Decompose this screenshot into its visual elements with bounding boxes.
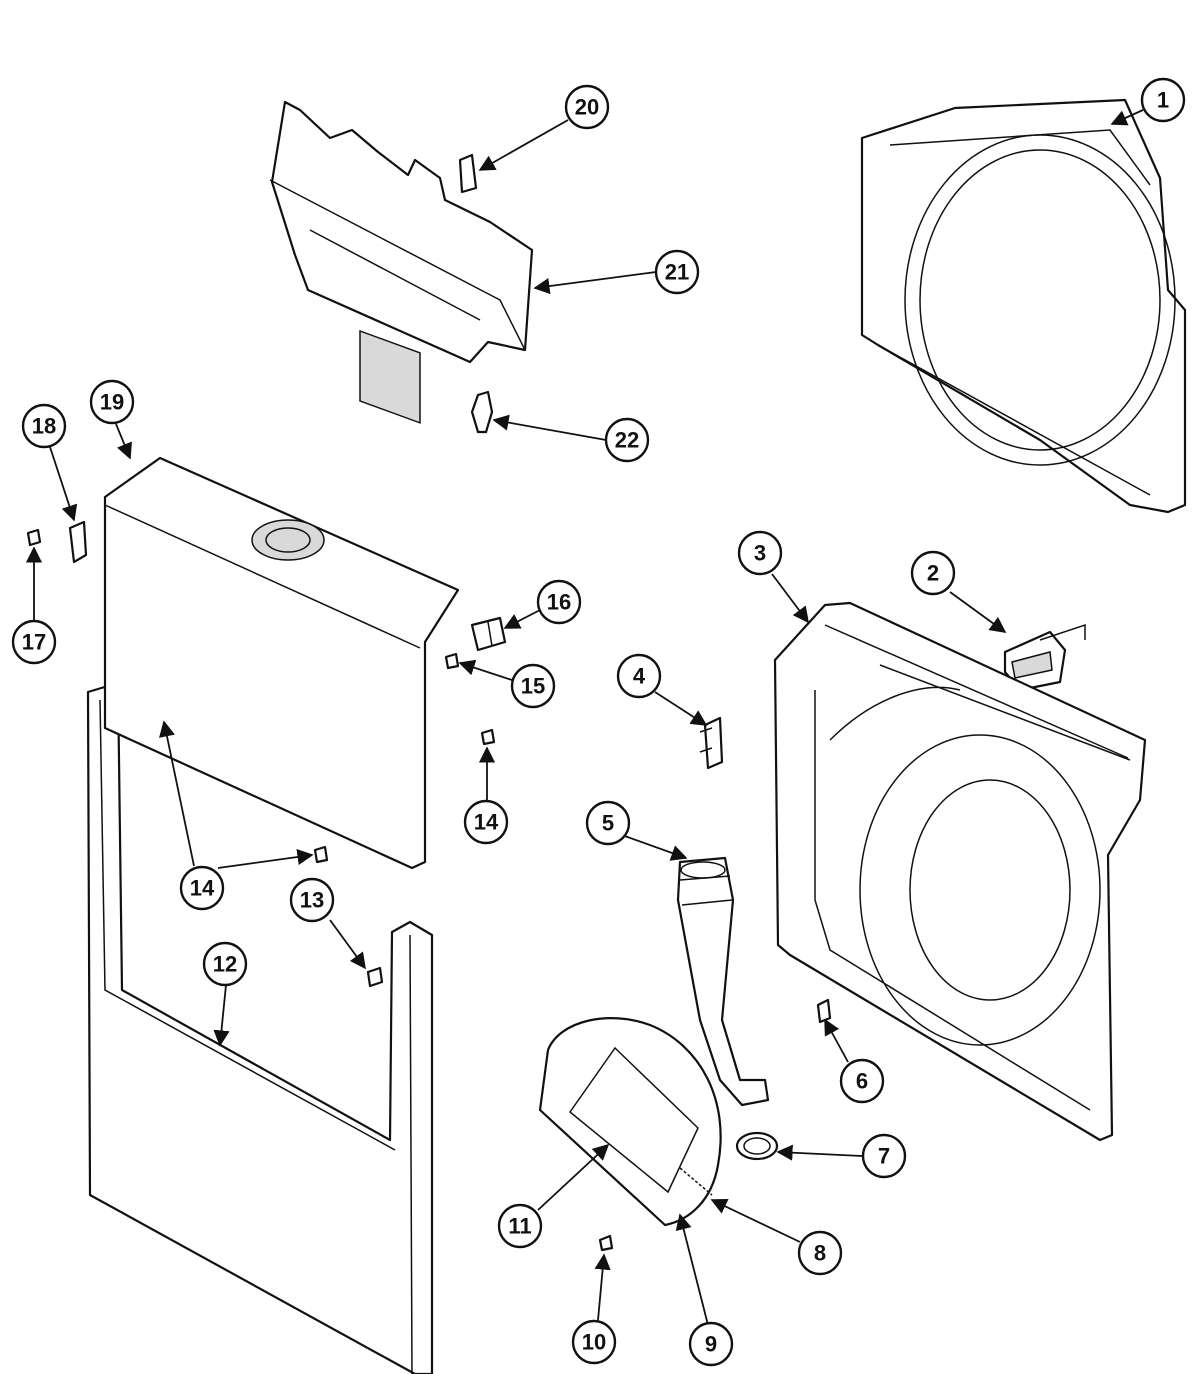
callout-label: 8 xyxy=(814,1241,826,1266)
callout-14b: 14 xyxy=(179,865,225,911)
callout-label: 3 xyxy=(754,541,766,566)
leader-lines xyxy=(25,109,1144,1326)
callout-10: 10 xyxy=(571,1319,617,1365)
part-8-spring xyxy=(679,1167,713,1196)
part-9-door-panel xyxy=(538,1017,722,1227)
callout-label: 22 xyxy=(615,428,639,453)
callout-11: 11 xyxy=(497,1203,543,1249)
callout-19: 19 xyxy=(89,379,135,425)
callout-22: 22 xyxy=(604,417,650,463)
callout-4: 4 xyxy=(616,653,662,699)
part-7-seal-ring xyxy=(735,1131,779,1161)
callout-6: 6 xyxy=(839,1058,885,1104)
callout-7: 7 xyxy=(861,1133,907,1179)
part-17-screw xyxy=(26,528,42,547)
part-16-hinge xyxy=(470,616,507,652)
callout-label: 17 xyxy=(22,630,46,655)
callout-label: 1 xyxy=(1157,88,1169,113)
callout-5: 5 xyxy=(585,800,631,846)
callout-label: 14 xyxy=(474,810,499,835)
part-20-switch xyxy=(458,153,478,194)
part-11-inner-plate xyxy=(568,1046,699,1194)
part-1-bulkhead-frame xyxy=(860,98,1187,514)
callout-label: 11 xyxy=(508,1214,531,1239)
callout-20: 20 xyxy=(564,84,610,130)
callout-label: 4 xyxy=(633,664,646,689)
part-3-front-bulkhead xyxy=(773,601,1147,1142)
part-13-screw xyxy=(366,966,384,988)
callout-label: 14 xyxy=(190,876,215,901)
callout-label: 21 xyxy=(665,260,689,285)
callout-9: 9 xyxy=(688,1321,734,1367)
part-18-clip xyxy=(68,520,88,564)
callout-label: 10 xyxy=(582,1330,606,1355)
callout-label: 19 xyxy=(100,390,124,415)
callout-17: 17 xyxy=(11,619,57,665)
callout-14a: 14 xyxy=(463,799,509,845)
part-4-bracket xyxy=(699,716,724,770)
callout-16: 16 xyxy=(536,579,582,625)
callout-label: 20 xyxy=(575,95,599,120)
part-12-front-panel xyxy=(86,681,434,1374)
callout-1: 1 xyxy=(1140,77,1186,123)
part-22-knob xyxy=(470,390,494,434)
callout-15: 15 xyxy=(510,663,556,709)
part-21-control-panel xyxy=(269,100,534,424)
part-15-screw xyxy=(444,652,460,670)
callout-label: 13 xyxy=(300,888,324,913)
callout-3: 3 xyxy=(737,530,783,576)
callout-8: 8 xyxy=(797,1230,843,1276)
callout-label: 6 xyxy=(856,1069,868,1094)
part-6-clip xyxy=(816,998,832,1024)
part-2-switch xyxy=(1003,623,1086,692)
callout-13: 13 xyxy=(289,877,335,923)
callout-label: 7 xyxy=(878,1144,890,1169)
callout-21: 21 xyxy=(654,249,700,295)
callout-label: 2 xyxy=(927,561,939,586)
callout-label: 5 xyxy=(602,811,614,836)
part-10-screw xyxy=(598,1234,614,1252)
callout-label: 16 xyxy=(547,590,571,615)
part-5-duct-hose xyxy=(676,856,770,1107)
callout-label: 12 xyxy=(213,952,237,977)
callout-2: 2 xyxy=(910,550,956,596)
callout-label: 9 xyxy=(705,1332,717,1357)
callout-18: 18 xyxy=(21,403,67,449)
callout-12: 12 xyxy=(202,941,248,987)
callout-label: 18 xyxy=(32,414,56,439)
part-19-top-panel xyxy=(103,456,460,870)
callout-label: 15 xyxy=(521,674,545,699)
